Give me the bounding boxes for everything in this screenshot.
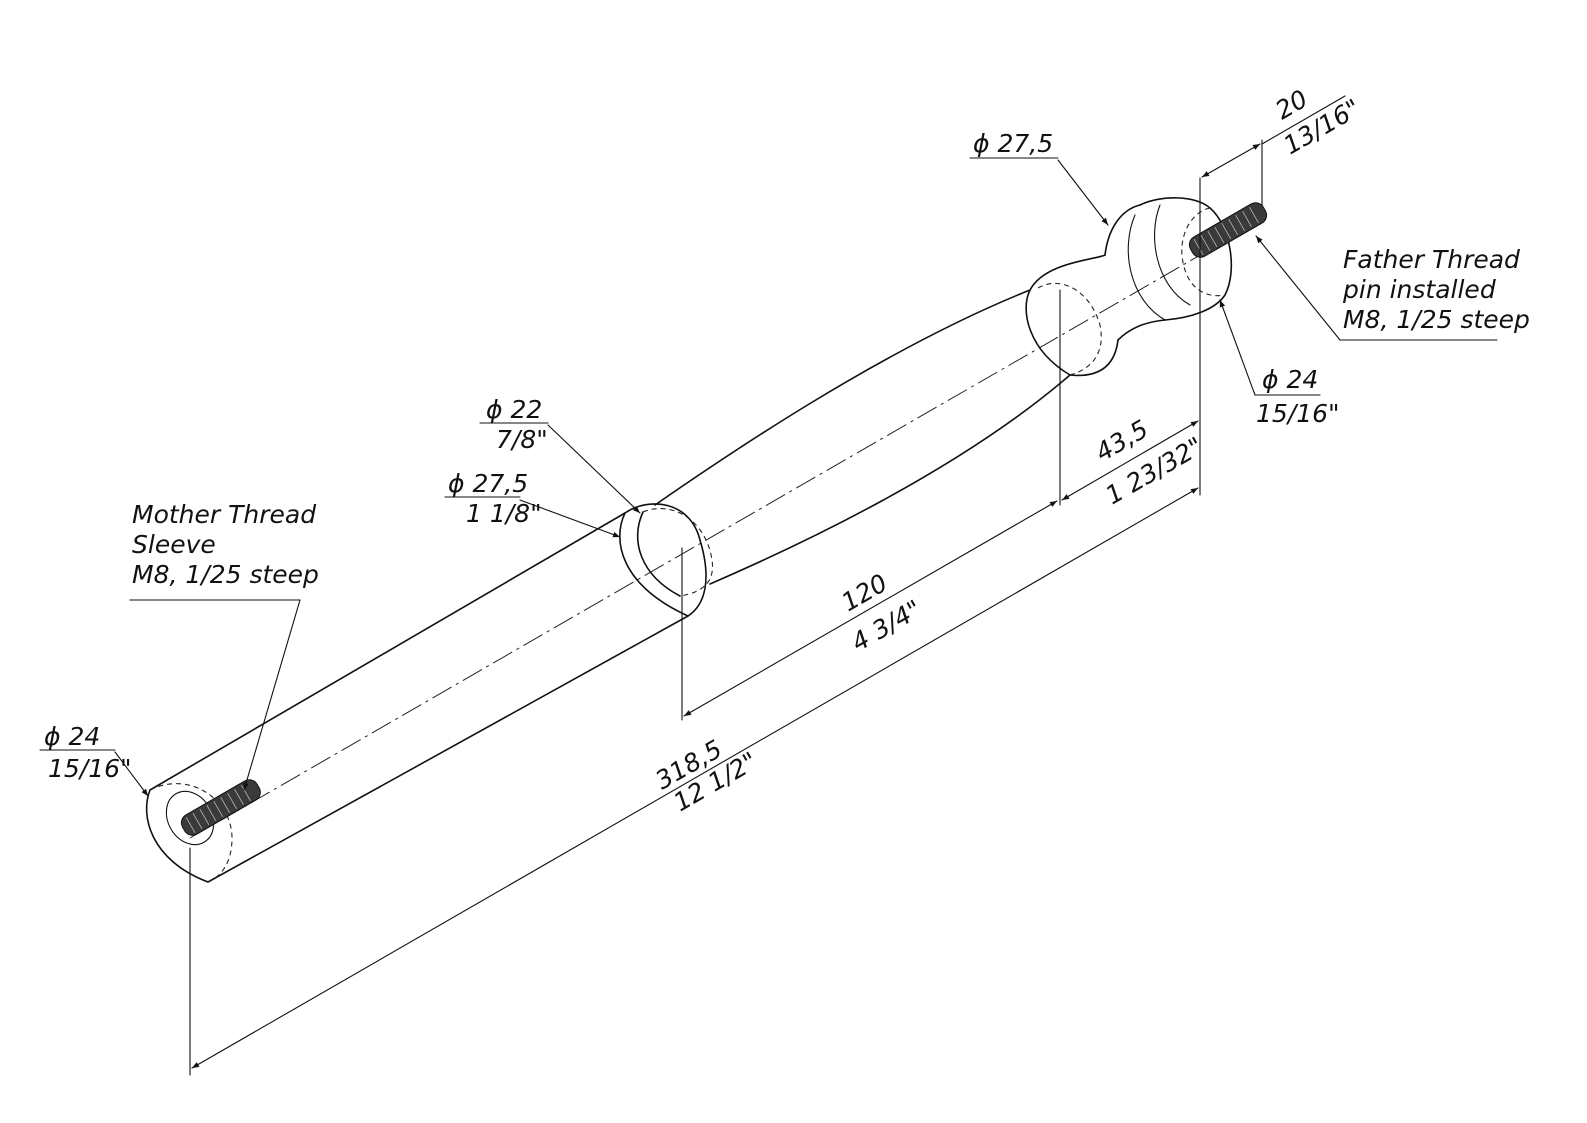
- left-end-diameter: ϕ 24: [44, 722, 100, 751]
- mother-thread-label-2: Sleeve: [132, 530, 216, 559]
- right-end-diameter: ϕ 24: [1262, 365, 1318, 394]
- collar-diameter-in: 1 1/8": [466, 499, 542, 528]
- leader-lines: [39, 157, 1498, 797]
- left-end-diameter-in: 15/16": [48, 754, 132, 783]
- father-thread-pin: [1188, 202, 1268, 258]
- mid-collar: [619, 503, 714, 617]
- extension-lines: [189, 139, 1263, 1076]
- top-collar-diameter: ϕ 27,5: [973, 129, 1053, 158]
- father-thread-label-3: M8, 1/25 steep: [1343, 305, 1530, 334]
- spindle-body: [654, 289, 1071, 585]
- notes: Mother Thread Sleeve M8, 1/25 steep Fath…: [44, 84, 1530, 817]
- mid-length-dim: [683, 500, 1058, 717]
- father-thread-label-2: pin installed: [1342, 275, 1496, 304]
- mother-thread-sleeve: [165, 779, 261, 846]
- pin-length-dim: [1201, 143, 1261, 178]
- neck-diameter: ϕ 22: [486, 395, 542, 424]
- head-length-dim: [1061, 420, 1199, 501]
- mother-thread-label-1: Mother Thread: [132, 500, 316, 529]
- dimension-lines: [191, 95, 1346, 1069]
- head-section: [1025, 197, 1233, 377]
- neck-diameter-in: 7/8": [496, 425, 548, 454]
- collar-diameter: ϕ 27,5: [448, 469, 528, 498]
- right-end-diameter-in: 15/16": [1256, 399, 1340, 428]
- father-thread-label-1: Father Thread: [1343, 245, 1520, 274]
- mother-thread-label-3: M8, 1/25 steep: [132, 560, 319, 589]
